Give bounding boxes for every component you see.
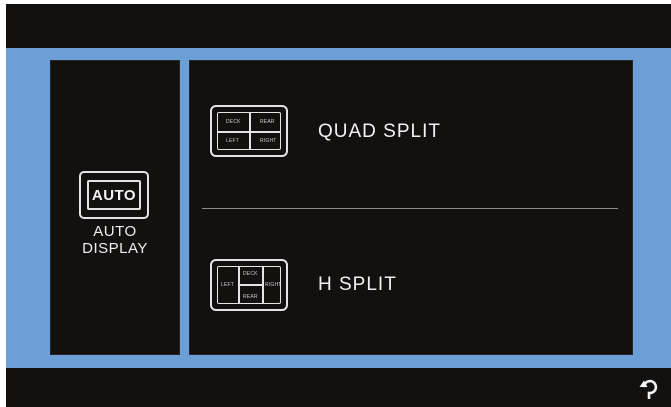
h-split-right-text: RIGHT — [265, 282, 282, 288]
top-bar — [6, 4, 671, 48]
display-mode-frame: AUTO AUTO DISPLAY DECK REAR LEFT RIGHT Q… — [6, 48, 671, 368]
h-split-icon-frame: LEFT DECK REAR RIGHT — [217, 266, 281, 304]
h-split-center-line — [238, 284, 263, 286]
return-arrow-icon[interactable] — [638, 377, 660, 399]
bottom-bar — [6, 368, 671, 407]
quad-split-icon-frame: DECK REAR LEFT RIGHT — [217, 112, 281, 150]
quad-top-left-text: DECK — [226, 119, 241, 125]
auto-display-label-line1: AUTO — [93, 223, 137, 240]
auto-icon-text: AUTO — [87, 180, 141, 210]
auto-display-label-line2: DISPLAY — [82, 240, 148, 257]
h-split-bottom-text: REAR — [243, 294, 258, 300]
quad-horizontal-line — [218, 131, 280, 133]
auto-display-button[interactable]: AUTO AUTO DISPLAY — [50, 60, 180, 355]
h-split-top-text: DECK — [243, 271, 258, 277]
h-split-left-text: LEFT — [221, 282, 235, 288]
quad-split-icon[interactable]: DECK REAR LEFT RIGHT — [210, 105, 288, 157]
screen: AUTO AUTO DISPLAY DECK REAR LEFT RIGHT Q… — [6, 4, 671, 407]
quad-bottom-right-text: RIGHT — [260, 138, 277, 144]
quad-bottom-left-text: LEFT — [226, 138, 240, 144]
quad-top-right-text: REAR — [260, 119, 275, 125]
auto-display-label: AUTO DISPLAY — [51, 223, 179, 257]
quad-split-label[interactable]: QUAD SPLIT — [318, 121, 441, 142]
h-split-icon[interactable]: LEFT DECK REAR RIGHT — [210, 259, 288, 311]
h-split-label[interactable]: H SPLIT — [318, 274, 397, 295]
split-options-panel: DECK REAR LEFT RIGHT QUAD SPLIT LEFT DEC… — [189, 60, 633, 355]
option-divider — [202, 208, 618, 209]
auto-display-icon: AUTO — [79, 171, 149, 219]
